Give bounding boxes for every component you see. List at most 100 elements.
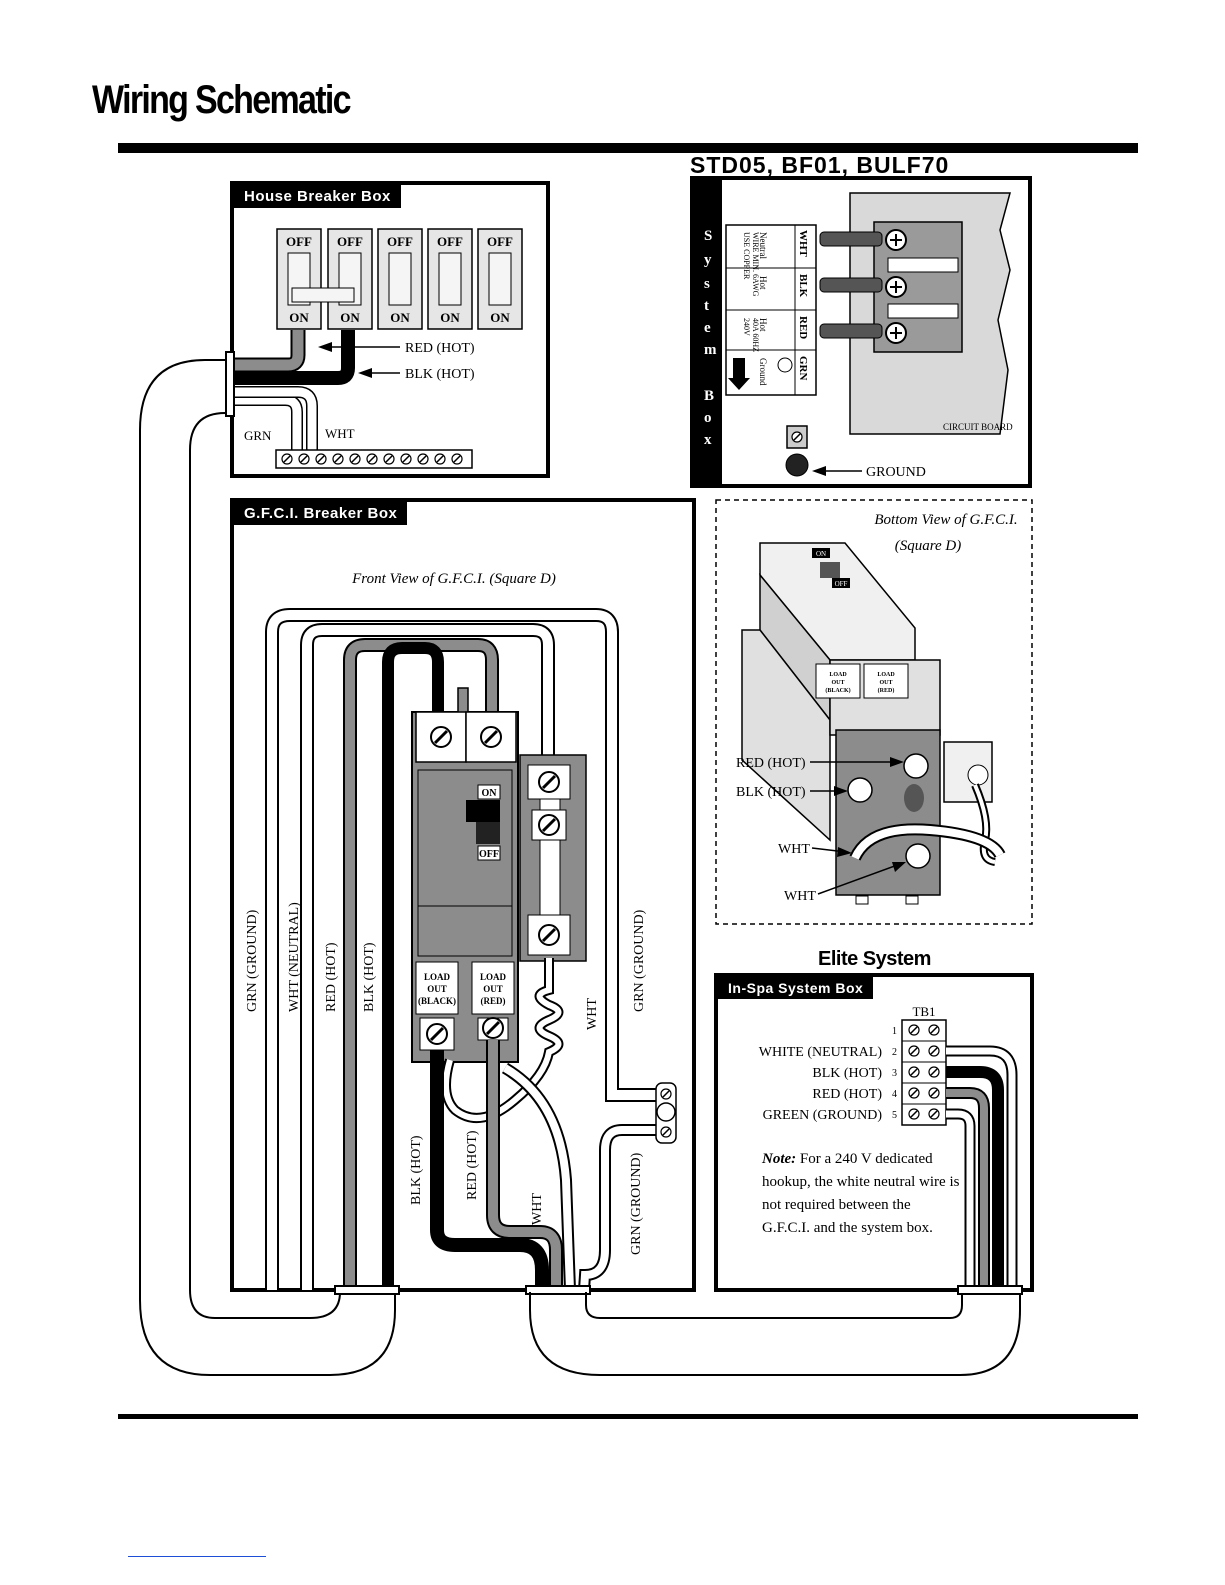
- bottom-view-title-2: (Square D): [895, 538, 962, 554]
- arrow-down-icon: [728, 358, 750, 390]
- breaker-4-off: OFF: [437, 234, 463, 249]
- elite-system-title: Elite System: [818, 948, 931, 970]
- load-out-black-2: OUT: [427, 984, 447, 994]
- svg-text:t: t: [704, 298, 709, 314]
- house-wht-label: WHT: [325, 426, 355, 441]
- load-out-red-1: LOAD: [480, 972, 507, 982]
- red-terminal-label: RED: [797, 316, 809, 339]
- ground-label: Ground: [758, 358, 768, 386]
- breaker-2-off: OFF: [337, 234, 363, 249]
- hot-label-2: Hot: [758, 318, 768, 332]
- gfci-breaker-box-header: G.F.C.I. Breaker Box: [234, 502, 408, 525]
- house-to-gfci-conduit: [139, 351, 396, 1376]
- top-rule: [118, 143, 1138, 153]
- ground-arrow-label: GROUND: [866, 465, 926, 480]
- house-grn-label: GRN: [244, 428, 272, 443]
- red-hot-wire-out: [488, 1040, 561, 1290]
- breaker-5-on: ON: [490, 310, 510, 325]
- bottom-load-red-1: LOAD: [877, 672, 895, 678]
- rating-line-1: 240V: [742, 318, 751, 336]
- blk-hot-wire: [232, 330, 355, 385]
- load-out-black-3: (BLACK): [418, 996, 456, 1006]
- hot-label-1: Hot: [758, 276, 768, 290]
- wht-wire: [232, 387, 317, 456]
- breaker-3-off: OFF: [387, 234, 413, 249]
- bottom-load-red-2: OUT: [879, 680, 892, 686]
- bottom-wht-label-1: WHT: [778, 842, 810, 857]
- rating-line-2: 40A 60HZ: [751, 318, 760, 352]
- wht-terminal-label: WHT: [797, 230, 809, 258]
- grn-ground-wire-out: [580, 1126, 660, 1291]
- red-hot-label: RED (HOT): [324, 942, 339, 1012]
- model-label: STD05, BF01, BULF70: [690, 152, 950, 178]
- svg-text:m: m: [704, 342, 717, 358]
- bottom-load-black-1: LOAD: [829, 672, 847, 678]
- breaker-1-off: OFF: [286, 234, 312, 249]
- grn-ground-label-lower: GRN (GROUND): [629, 1152, 644, 1255]
- front-view-title: Front View of G.F.C.I. (Square D): [351, 571, 556, 587]
- blk-hot-wire-out: [430, 1050, 549, 1290]
- svg-text:y: y: [704, 252, 712, 268]
- std05-system-box: S y s t e m B o x Neutral Hot Hot Ground: [690, 176, 1032, 488]
- tb1-terminal-3-label: BLK (HOT): [812, 1066, 882, 1081]
- svg-text:e: e: [704, 320, 711, 336]
- svg-text:S: S: [704, 228, 712, 244]
- load-out-black-1: LOAD: [424, 972, 451, 982]
- ground-symbol-icon: [777, 357, 793, 373]
- gfci-off-label: OFF: [479, 849, 499, 860]
- gfci-breaker-box: Front View of G.F.C.I. (Square D) ON OF: [230, 498, 696, 1295]
- system-box-side-label: S y s t e m B o x: [704, 228, 717, 448]
- circuit-board-label: CIRCUIT BOARD: [943, 422, 1013, 432]
- tb1-terminal-4-number: 4: [892, 1089, 897, 1100]
- wht-label-right: WHT: [585, 998, 600, 1030]
- footer-link-underline[interactable]: [128, 1556, 266, 1557]
- wht-neutral-label: WHT (NEUTRAL): [287, 902, 302, 1012]
- load-out-red-2: OUT: [483, 984, 503, 994]
- red-hot-label-lower: RED (HOT): [465, 1130, 480, 1200]
- svg-text:s: s: [704, 276, 710, 292]
- blk-hot-label: BLK (HOT): [362, 942, 377, 1012]
- tb1-terminal-5-number: 5: [892, 1110, 897, 1121]
- house-breakers: [276, 228, 523, 330]
- tb1-label: TB1: [912, 1004, 935, 1019]
- tb1-terminal-2-number: 2: [892, 1047, 897, 1058]
- in-spa-system-box-header: In-Spa System Box: [718, 977, 874, 999]
- wht-neutral-wire: [302, 625, 553, 1290]
- bottom-load-red-3: (RED): [878, 687, 895, 694]
- blk-terminal-label: BLK: [797, 274, 809, 298]
- house-breaker-box: OFF OFF OFF OFF OFF ON ON ON ON ON RED (…: [230, 181, 550, 478]
- bottom-on-label: ON: [816, 550, 826, 558]
- wht-pigtail: [443, 958, 562, 1121]
- red-hot-wire: [232, 330, 304, 371]
- svg-text:x: x: [704, 432, 712, 448]
- grn-terminal-label: GRN: [797, 356, 809, 381]
- house-blk-hot-label: BLK (HOT): [405, 367, 475, 382]
- note-block: Note: For a 240 V dedicated hookup, the …: [762, 1148, 962, 1240]
- svg-text:o: o: [704, 410, 712, 426]
- bottom-load-black-3: (BLACK): [825, 687, 850, 694]
- breaker-4-on: ON: [440, 310, 460, 325]
- tb1-terminal-3-number: 3: [892, 1068, 897, 1079]
- bottom-view-gfci: Bottom View of G.F.C.I. (Square D) ON OF…: [715, 499, 1033, 925]
- gfci-to-spa-conduit: [529, 1292, 1021, 1376]
- tb1-terminal-5-label: GREEN (GROUND): [763, 1108, 883, 1123]
- bottom-view-title-1: Bottom View of G.F.C.I.: [874, 512, 1017, 528]
- bottom-off-label: OFF: [835, 580, 848, 588]
- in-spa-system-box: TB1 1 2 3 4 5 WHITE (NEUTRAL): [714, 973, 1034, 1295]
- gfci-on-label: ON: [482, 788, 498, 799]
- note-text: For a 240 V dedicated hookup, the white …: [762, 1151, 960, 1236]
- blk-hot-label-lower: BLK (HOT): [409, 1135, 424, 1205]
- bottom-rule: [118, 1414, 1138, 1419]
- breaker-3-on: ON: [390, 310, 410, 325]
- bottom-load-black-2: OUT: [831, 680, 844, 686]
- blk-hot-wire-in: [382, 642, 444, 1290]
- grn-ground-label-right: GRN (GROUND): [632, 909, 647, 1012]
- grn-ground-wire: [267, 610, 660, 1290]
- note-heading: Note:: [762, 1151, 797, 1167]
- wht-label-lower: WHT: [530, 1193, 545, 1225]
- tb1-terminal-1-number: 1: [892, 1026, 897, 1037]
- neutral-label: Neutral: [758, 232, 768, 259]
- breaker-1-on: ON: [289, 310, 309, 325]
